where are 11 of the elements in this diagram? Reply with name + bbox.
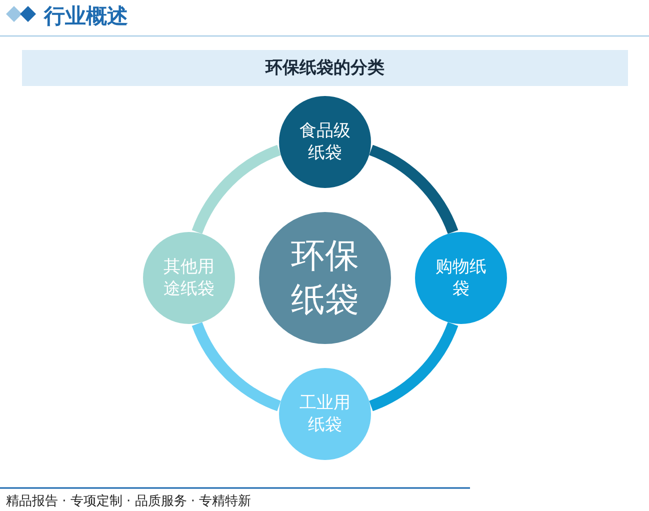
category-circle: 食品级纸袋 <box>279 96 371 188</box>
footer-slogan: 精品报告 · 专项定制 · 品质服务 · 专精特新 <box>6 493 252 510</box>
category-circle: 购物纸袋 <box>415 232 507 324</box>
category-circle: 其他用途纸袋 <box>143 232 235 324</box>
section-heading: 行业概述 <box>44 3 128 30</box>
ring-arc <box>192 322 282 412</box>
title-band: 环保纸袋的分类 <box>22 50 628 86</box>
category-circle: 环保纸袋 <box>259 212 391 344</box>
ring-arc <box>192 144 282 234</box>
category-circle: 工业用纸袋 <box>279 368 371 460</box>
ring-arc <box>368 322 458 412</box>
